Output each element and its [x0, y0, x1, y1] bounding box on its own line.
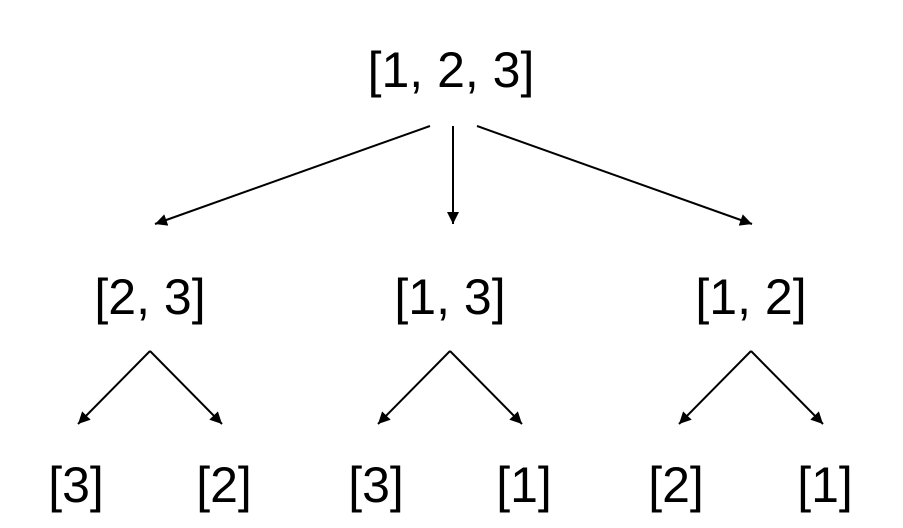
node-level1: [2, 3] — [94, 269, 205, 325]
leaf-node: [1] — [496, 457, 552, 513]
node-level1: [1, 3] — [394, 269, 505, 325]
edge-node-12-to-leaf-1 — [750, 350, 824, 425]
leaf-node: [2] — [196, 457, 252, 513]
edge-node-13-to-leaf-3 — [377, 350, 451, 425]
edge-node-23-to-leaf-3 — [77, 350, 151, 425]
edge-node-13-to-leaf-1 — [449, 350, 523, 425]
leaf-node: [3] — [348, 457, 404, 513]
leaf-node: [2] — [648, 457, 704, 513]
leaf-node: [1] — [797, 457, 853, 513]
edge-root-to-node-23 — [154, 125, 431, 226]
edge-node-12-to-leaf-2 — [678, 350, 752, 425]
edge-node-23-to-leaf-2 — [149, 350, 223, 425]
root-node: [1, 2, 3] — [368, 42, 535, 98]
node-level1: [1, 2] — [695, 269, 806, 325]
leaf-node: [3] — [48, 457, 104, 513]
edge-root-to-node-12 — [476, 125, 753, 226]
